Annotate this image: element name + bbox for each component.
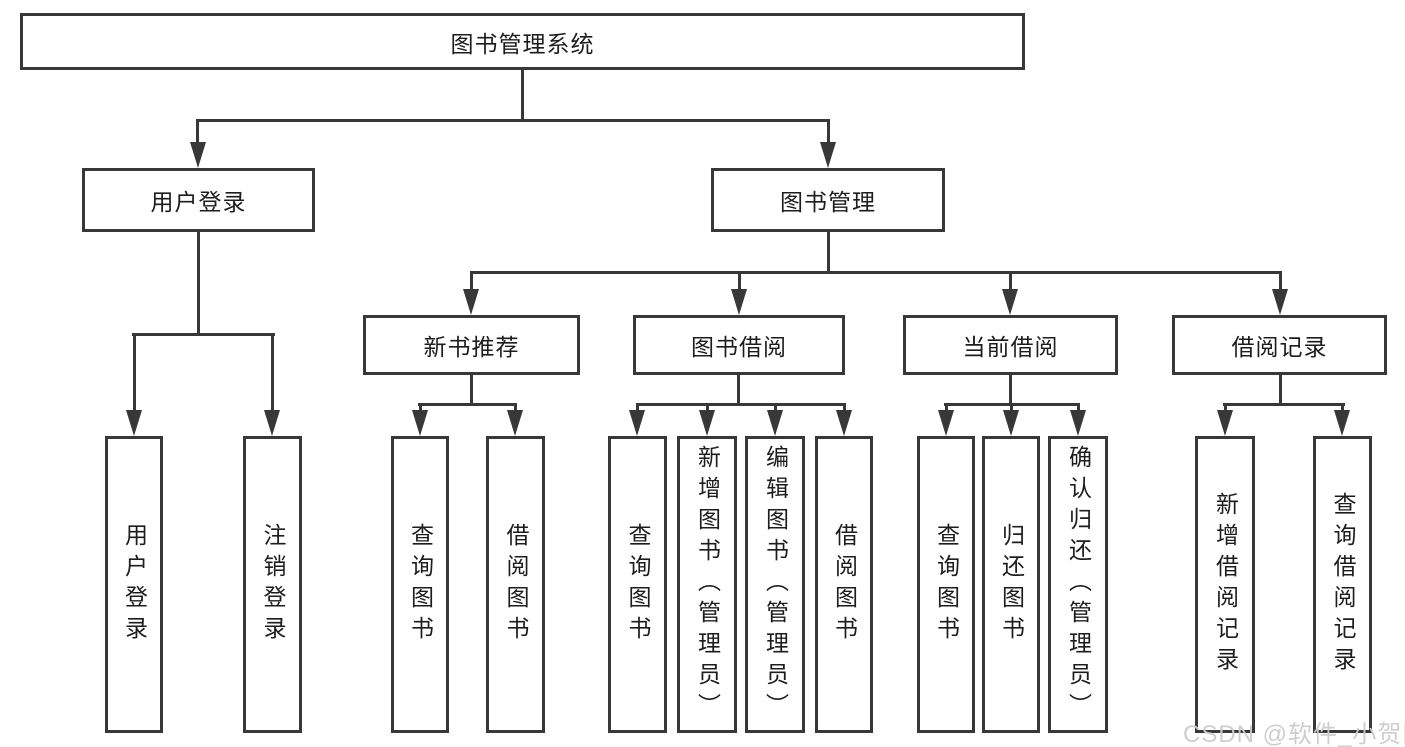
connector-stem (419, 403, 422, 413)
node-label: 新增借阅记录 (1212, 491, 1239, 678)
node-label: 归还图书 (998, 522, 1025, 647)
leaf-user-login: 用户登录 (105, 436, 163, 733)
connector-stem (1009, 375, 1012, 406)
connector-stem (470, 271, 473, 293)
arrow-down-icon (190, 142, 206, 168)
leaf-borrow-books-recommend: 借阅图书 (486, 436, 545, 733)
arrow-down-icon (1070, 410, 1086, 436)
connector-stem (1224, 403, 1227, 413)
connector-stem (738, 271, 741, 293)
arrow-down-icon (731, 289, 747, 315)
connector-rail (636, 403, 846, 406)
node-label: 查询图书 (625, 522, 651, 647)
node-label: 图书管理系统 (450, 30, 595, 57)
leaf-edit-books-admin: 编辑图书（管理员） (745, 436, 805, 733)
node-label: 查询图书 (933, 522, 960, 647)
node-label: 借阅图书 (503, 522, 529, 647)
node-label: 图书管理 (780, 189, 876, 215)
node-label: 用户登录 (121, 522, 148, 647)
csdn-watermark: CSDN @软件_小贺同学 (1183, 721, 1405, 747)
node-book-management: 图书管理 (711, 168, 945, 232)
node-label: 借阅图书 (831, 522, 858, 647)
leaf-query-borrow-record: 查询借阅记录 (1313, 436, 1372, 733)
connector-stem (827, 119, 830, 146)
connector-rail (1223, 403, 1345, 406)
node-label: 查询图书 (407, 522, 434, 647)
leaf-query-books-current: 查询图书 (917, 436, 975, 733)
leaf-add-borrow-record: 新增借阅记录 (1195, 436, 1255, 733)
connector-stem (133, 333, 136, 413)
leaf-confirm-return-admin: 确认归还（管理员） (1048, 436, 1108, 733)
arrow-down-icon (412, 410, 428, 436)
node-user-login: 用户登录 (82, 168, 315, 232)
node-new-book-recommend: 新书推荐 (363, 315, 580, 375)
arrow-down-icon (1002, 289, 1018, 315)
arrow-down-icon (820, 142, 836, 168)
connector-stem (774, 403, 777, 413)
connector-stem (271, 333, 274, 413)
arrow-down-icon (629, 410, 645, 436)
leaf-add-books-admin: 新增图书（管理员） (677, 436, 737, 733)
node-label: 新书推荐 (423, 334, 520, 360)
node-label: 查询借阅记录 (1330, 491, 1356, 678)
connector-book-mgmt-stem (827, 232, 830, 274)
node-library-management-system: 图书管理系统 (20, 13, 1025, 70)
connector-stem (1077, 403, 1080, 413)
connector-root-rail (197, 119, 830, 122)
connector-book-mgmt-rail (470, 271, 1282, 274)
arrow-down-icon (938, 410, 954, 436)
node-label: 图书借阅 (691, 334, 787, 360)
arrow-down-icon (1334, 410, 1350, 436)
arrow-down-icon (507, 410, 523, 436)
arrow-down-icon (836, 410, 852, 436)
connector-root-stem (521, 68, 524, 122)
connector-stem (470, 375, 473, 406)
leaf-query-books-borrowing: 查询图书 (608, 436, 667, 733)
leaf-return-books: 归还图书 (982, 436, 1040, 733)
arrow-down-icon (1217, 410, 1233, 436)
node-current-borrowing: 当前借阅 (903, 315, 1118, 375)
node-label: 新增图书（管理员） (694, 445, 721, 724)
connector-stem (1341, 403, 1344, 413)
arrow-down-icon (264, 410, 280, 436)
connector-stem (1009, 271, 1012, 293)
connector-stem (636, 403, 639, 413)
connector-user-login-stem (197, 232, 200, 336)
node-borrow-records: 借阅记录 (1172, 315, 1387, 375)
leaf-logout-login: 注销登录 (243, 436, 302, 733)
arrow-down-icon (463, 289, 479, 315)
arrow-down-icon (767, 410, 783, 436)
connector-stem (514, 403, 517, 413)
leaf-query-books-recommend: 查询图书 (391, 436, 449, 733)
node-label: 借阅记录 (1231, 334, 1328, 360)
node-label: 确认归还（管理员） (1065, 445, 1092, 724)
node-label: 用户登录 (150, 189, 247, 215)
connector-rail (418, 403, 517, 406)
connector-stem (1279, 375, 1282, 406)
leaf-borrow-books-borrowing: 借阅图书 (815, 436, 873, 733)
node-label: 注销登录 (260, 522, 286, 647)
arrow-down-icon (126, 410, 142, 436)
arrow-down-icon (699, 410, 715, 436)
connector-stem (737, 375, 740, 406)
arrow-down-icon (1272, 289, 1288, 315)
arrow-down-icon (1003, 410, 1019, 436)
node-book-borrowing: 图书借阅 (633, 315, 845, 375)
connector-stem (706, 403, 709, 413)
node-label: 当前借阅 (962, 334, 1059, 360)
connector-user-login-rail (132, 333, 275, 336)
connector-stem (1279, 271, 1282, 293)
node-label: 编辑图书（管理员） (762, 445, 789, 724)
connector-stem (945, 403, 948, 413)
connector-stem (843, 403, 846, 413)
connector-stem (196, 119, 199, 146)
connector-stem (1010, 403, 1013, 413)
